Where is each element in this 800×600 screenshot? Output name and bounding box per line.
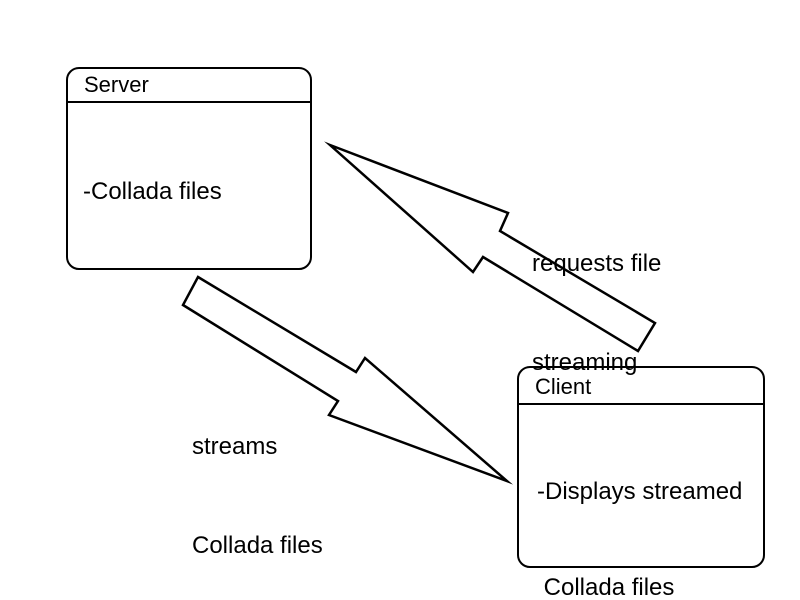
server-body-line: -Collada files [83, 178, 222, 205]
client-title: Client [519, 368, 763, 405]
stream-arrow-label-line: streams [192, 433, 278, 460]
request-arrow-label-line: requests file [532, 250, 662, 277]
client-body-line: Collada files [537, 574, 675, 600]
stream-arrow [181, 275, 514, 485]
stream-arrow-label: streams Collada files [192, 364, 323, 600]
server-title: Server [68, 69, 310, 103]
stream-arrow-label-line: Collada files [192, 532, 323, 559]
server-node: Server -Collada files [66, 67, 312, 270]
server-body: -Collada files [68, 103, 310, 272]
request-arrow-label-line: streaming [532, 349, 638, 376]
client-body-line: -Displays streamed [537, 478, 743, 505]
client-node: Client -Displays streamed Collada files [517, 366, 765, 600]
client-body: -Displays streamed Collada files [519, 405, 763, 600]
request-arrow [324, 141, 657, 353]
request-arrow-label: requests file streaming [532, 181, 661, 445]
